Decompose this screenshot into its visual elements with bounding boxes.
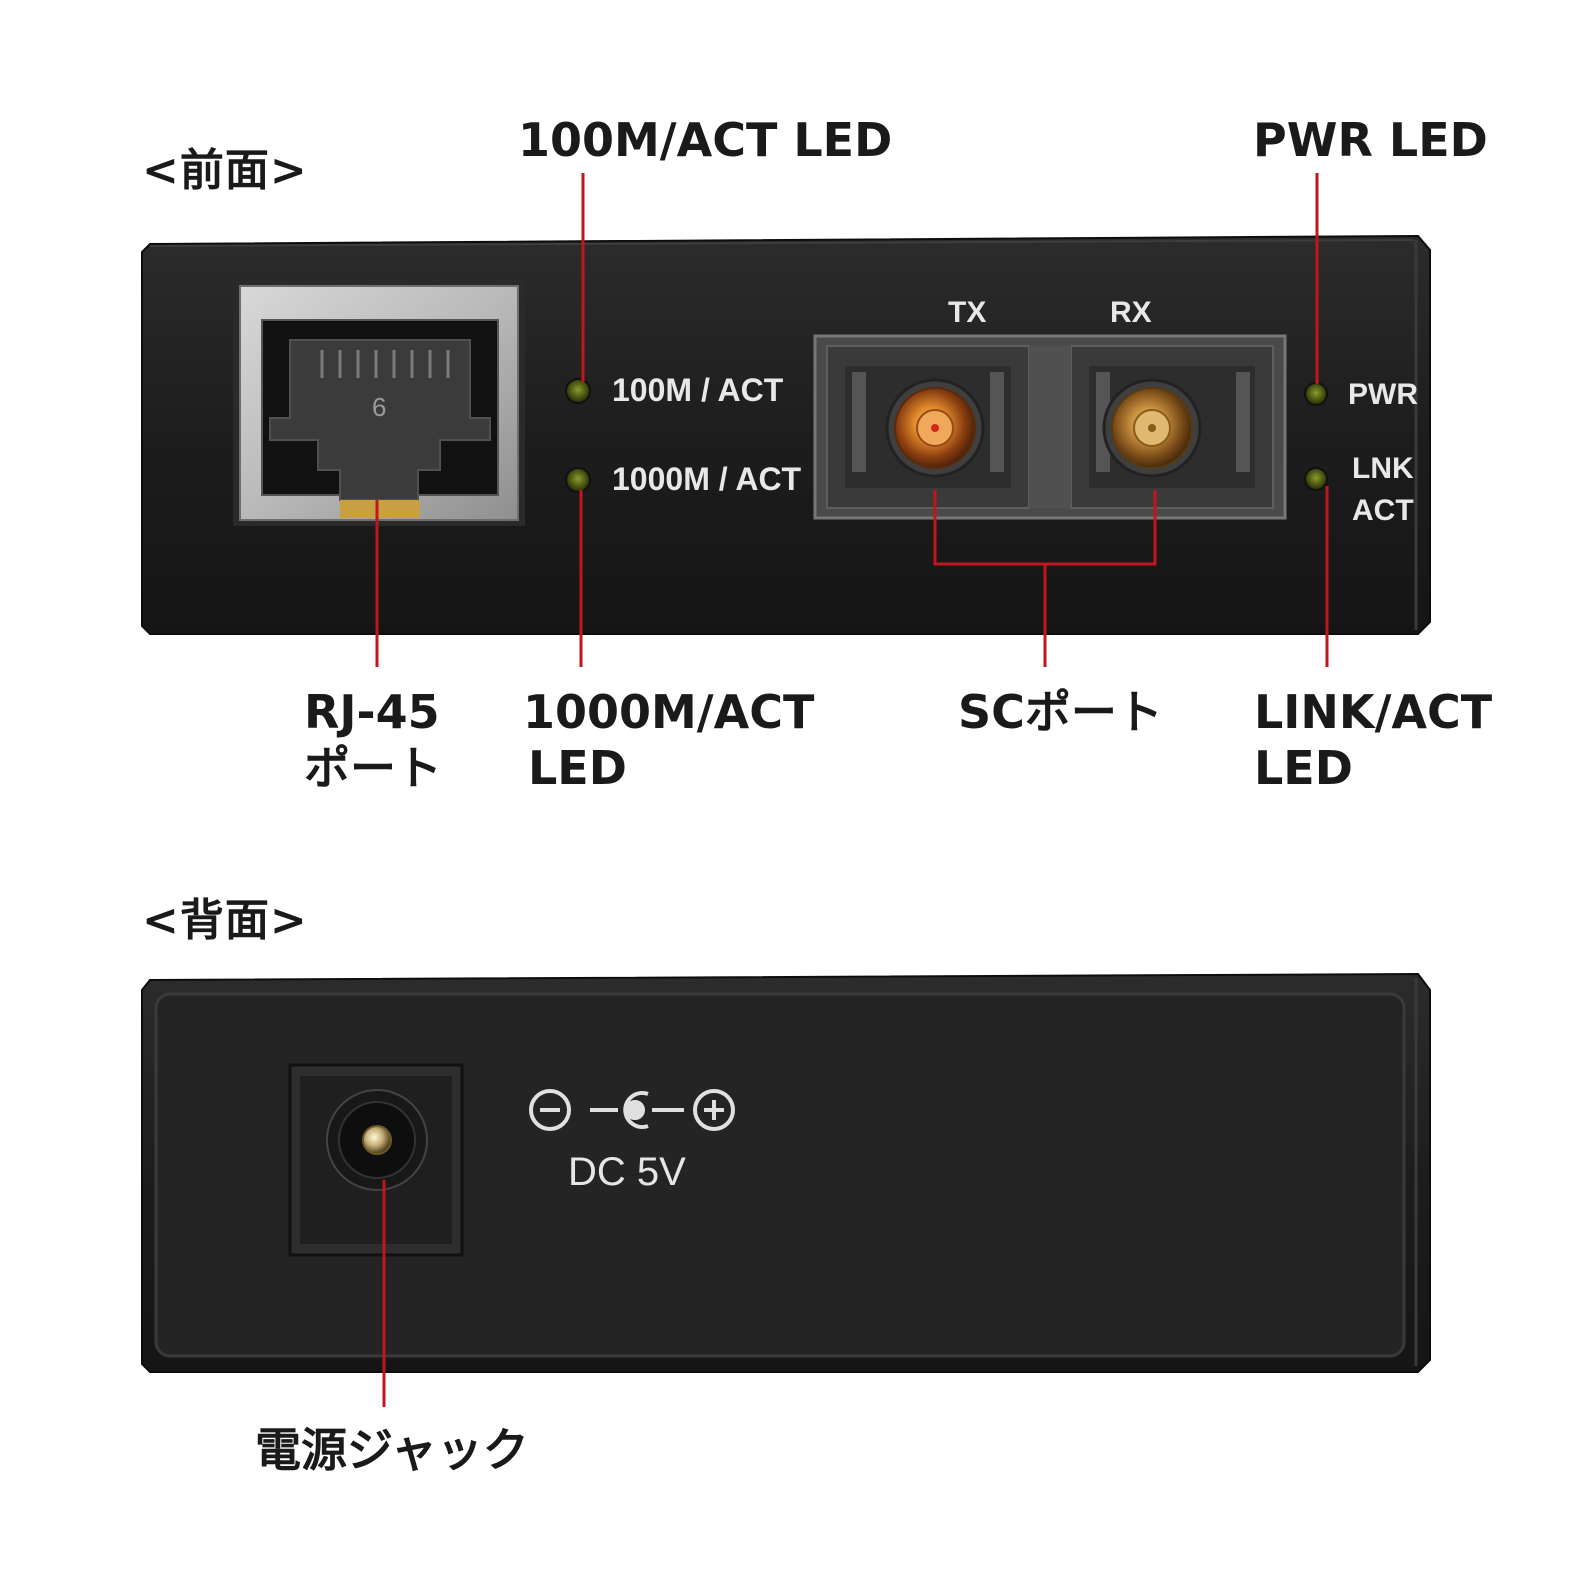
lnk-led-indicator — [1304, 467, 1328, 491]
callout-link-line1: LINK/ACT — [1254, 685, 1493, 739]
led-100m-indicator — [565, 378, 591, 404]
front-leader-lines — [375, 173, 1329, 667]
front-section-title: <前面> — [142, 145, 308, 196]
panel-label-1000m-act: 1000M / ACT — [612, 461, 802, 497]
sc-port — [813, 334, 1287, 520]
callout-power-jack: 電源ジャック — [255, 1423, 529, 1477]
panel-label-tx: TX — [948, 296, 987, 329]
dc-voltage-label: DC 5V — [568, 1150, 686, 1194]
callout-100m-led: 100M/ACT LED — [518, 113, 893, 167]
callout-sc-port: SCポート — [958, 685, 1163, 739]
power-jack — [288, 1063, 464, 1257]
back-section-title: <背面> — [142, 895, 308, 946]
led-1000m-indicator — [565, 467, 591, 493]
callout-link-line2: LED — [1254, 741, 1353, 795]
panel-label-act: ACT — [1352, 494, 1414, 527]
panel-label-lnk: LNK — [1352, 452, 1414, 485]
callout-1000m-line2: LED — [528, 741, 627, 795]
polarity-symbol — [529, 1089, 735, 1131]
rj45-pin-number: 6 — [372, 392, 387, 422]
back-panel — [141, 972, 1431, 1373]
callout-rj45-line1: RJ-45 — [304, 685, 440, 739]
panel-label-100m-act: 100M / ACT — [612, 372, 784, 408]
callout-1000m-line1: 1000M/ACT — [523, 685, 815, 739]
callout-rj45-line2: ポート — [304, 741, 442, 795]
panel-label-pwr: PWR — [1348, 378, 1418, 411]
rj45-port — [233, 280, 525, 526]
panel-label-rx: RX — [1110, 296, 1152, 329]
pwr-led-indicator — [1304, 382, 1328, 406]
callout-pwr-led: PWR LED — [1253, 113, 1488, 167]
